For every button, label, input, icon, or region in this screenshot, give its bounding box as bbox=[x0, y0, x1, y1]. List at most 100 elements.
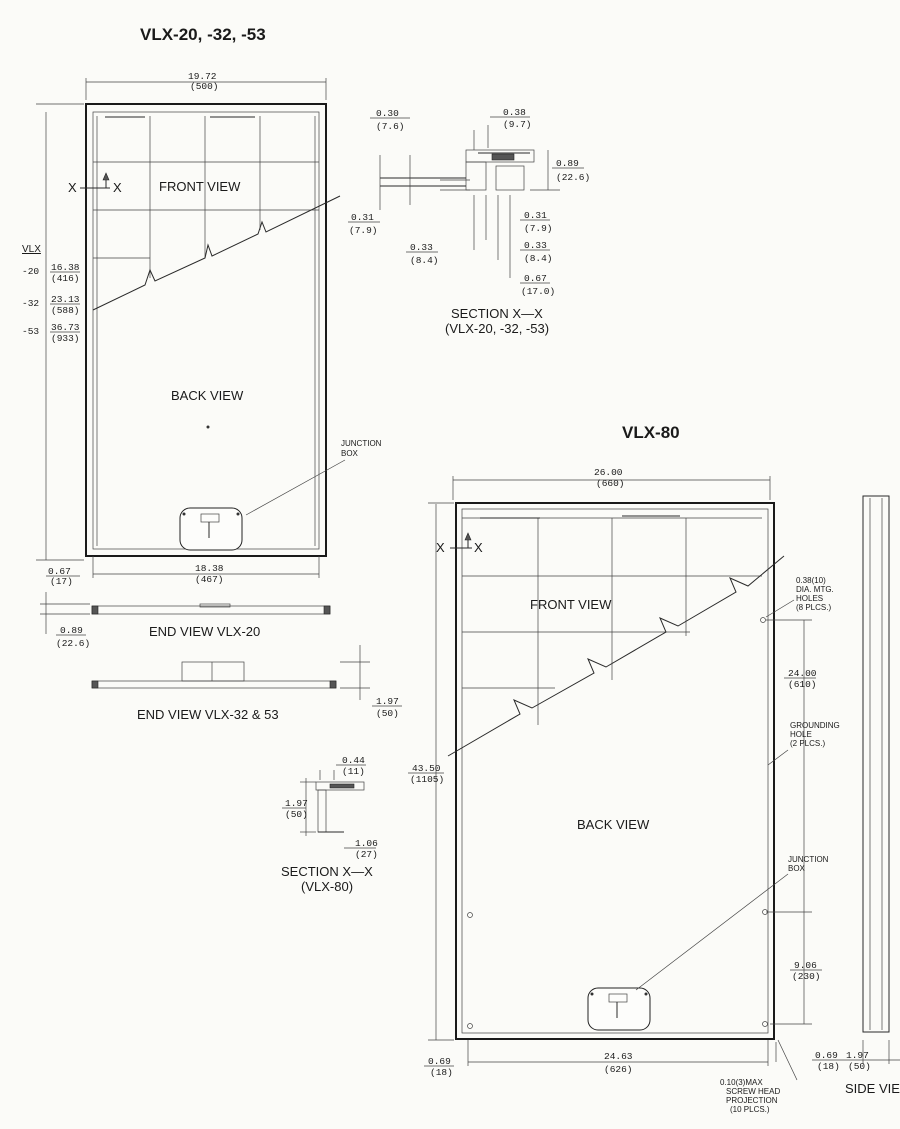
vlx-80-width-dimension: 26.00 (660) bbox=[452, 467, 771, 500]
small-panel-inner-frame bbox=[92, 111, 320, 550]
side-view-drawing: 1.97 (50) bbox=[842, 495, 900, 1072]
svg-text:1.06: 1.06 bbox=[355, 838, 378, 849]
end-view-vlx-20-label: END VIEW VLX-20 bbox=[149, 624, 260, 639]
end-view-vlx-20-drawing: 0.89 (22.6) bbox=[40, 592, 331, 649]
vlx-80-right-edge-dimension: 0.69 (18) bbox=[775, 1042, 842, 1072]
svg-text:-32: -32 bbox=[22, 298, 39, 309]
vlx-80-section-xx-label: SECTION X—X bbox=[281, 864, 373, 879]
end-view-vlx-32-53-label: END VIEW VLX-32 & 53 bbox=[137, 707, 279, 722]
svg-text:0.89: 0.89 bbox=[556, 158, 579, 169]
svg-text:(10 PLCS.): (10 PLCS.) bbox=[730, 1105, 770, 1114]
svg-text:(27): (27) bbox=[355, 849, 378, 860]
vlx-80-mounting-hole-callout: 0.38(10) DIA. MTG. HOLES (8 PLCS.) bbox=[765, 576, 834, 618]
vlx-80-back-view-label: BACK VIEW bbox=[577, 817, 650, 832]
small-panel-section-marker: X X bbox=[68, 172, 122, 195]
svg-text:GROUNDING: GROUNDING bbox=[790, 721, 840, 730]
vlx-80-section-model-label: (VLX-80) bbox=[301, 879, 353, 894]
vlx-20-32-53-title: VLX-20, -32, -53 bbox=[140, 25, 266, 44]
svg-text:DIA. MTG.: DIA. MTG. bbox=[796, 585, 834, 594]
vlx-32-height-dimension: -32 23.13 (588) bbox=[22, 294, 80, 316]
svg-text:X: X bbox=[436, 540, 445, 555]
vlx-80-grounding-hole-callout: GROUNDING HOLE (2 PLCS.) bbox=[767, 721, 840, 766]
svg-text:18.38: 18.38 bbox=[195, 563, 224, 574]
svg-text:24.63: 24.63 bbox=[604, 1051, 633, 1062]
svg-text:9.06: 9.06 bbox=[794, 960, 817, 971]
small-panel-cell-grid bbox=[93, 116, 319, 278]
svg-text:(7.9): (7.9) bbox=[524, 223, 553, 234]
svg-text:0.30: 0.30 bbox=[376, 108, 399, 119]
svg-text:0.89: 0.89 bbox=[60, 625, 83, 636]
vlx-80-junction-box-callout: JUNCTION BOX bbox=[635, 855, 829, 991]
svg-text:SCREW HEAD: SCREW HEAD bbox=[726, 1087, 780, 1096]
svg-text:X: X bbox=[474, 540, 483, 555]
svg-text:(11): (11) bbox=[342, 766, 365, 777]
vlx-80-bottom-hole-dimension: 9.06 (230) bbox=[770, 912, 822, 1025]
vlx-80-inner-width-dimension: 24.63 (626) bbox=[467, 1040, 769, 1075]
vlx-80-section-marker: X X bbox=[436, 532, 483, 555]
svg-text:(610): (610) bbox=[788, 679, 817, 690]
svg-text:0.31: 0.31 bbox=[351, 212, 374, 223]
vlx-80-left-edge-dimension: 0.69 (18) bbox=[424, 1056, 454, 1078]
svg-text:(9.7): (9.7) bbox=[503, 119, 532, 130]
svg-text:0.67: 0.67 bbox=[48, 566, 71, 577]
svg-text:16.38: 16.38 bbox=[51, 262, 80, 273]
small-section-xx-detail: 0.30 (7.6) 0.38 (9.7) 0.89 (22.6) 0.31 (… bbox=[348, 107, 590, 297]
svg-text:(17.0): (17.0) bbox=[521, 286, 555, 297]
svg-text:0.38: 0.38 bbox=[503, 107, 526, 118]
end-view-vlx-32-53-drawing: 1.97 (50) bbox=[91, 645, 402, 719]
svg-text:(8.4): (8.4) bbox=[410, 255, 439, 266]
svg-text:1.97: 1.97 bbox=[376, 696, 399, 707]
svg-text:BOX: BOX bbox=[788, 864, 806, 873]
small-panel-break-line bbox=[92, 195, 341, 311]
svg-text:-53: -53 bbox=[22, 326, 39, 337]
svg-text:0.33: 0.33 bbox=[524, 240, 547, 251]
vlx-80-cell-grid bbox=[462, 515, 762, 725]
vlx-20-height-dimension: -20 16.38 (416) bbox=[22, 262, 80, 284]
svg-text:1.97: 1.97 bbox=[285, 798, 308, 809]
svg-text:X: X bbox=[113, 180, 122, 195]
small-panel-drawing: X X FRONT VIEW BACK VIEW JUNCTION BOX bbox=[22, 71, 382, 587]
vlx-80-panel-drawing: X X FRONT VIEW BACK VIEW bbox=[408, 467, 842, 1114]
svg-text:43.50: 43.50 bbox=[412, 763, 441, 774]
svg-text:HOLE: HOLE bbox=[790, 730, 812, 739]
svg-text:(588): (588) bbox=[51, 305, 80, 316]
vlx-53-height-dimension: -53 36.73 (933) bbox=[22, 322, 80, 344]
svg-text:PROJECTION: PROJECTION bbox=[726, 1096, 778, 1105]
vlx-80-mounting-holes bbox=[467, 617, 768, 1029]
svg-text:(660): (660) bbox=[596, 478, 625, 489]
svg-text:(626): (626) bbox=[604, 1064, 633, 1075]
small-section-models-label: (VLX-20, -32, -53) bbox=[445, 321, 549, 336]
vlx-80-section-xx-detail: 0.44 (11) 1.97 (50) 1.06 (27) bbox=[282, 755, 378, 860]
svg-text:0.69: 0.69 bbox=[815, 1050, 838, 1061]
svg-text:(17): (17) bbox=[50, 576, 73, 587]
svg-text:(50): (50) bbox=[848, 1061, 871, 1072]
vlx-80-inner-frame bbox=[461, 508, 769, 1034]
svg-text:(1105): (1105) bbox=[410, 774, 444, 785]
svg-text:(2 PLCS.): (2 PLCS.) bbox=[790, 739, 825, 748]
svg-text:(8.4): (8.4) bbox=[524, 253, 553, 264]
side-view-frame bbox=[862, 495, 890, 1033]
svg-text:(230): (230) bbox=[792, 971, 821, 982]
small-panel-outer-frame bbox=[85, 103, 327, 557]
vlx-80-outer-frame bbox=[455, 502, 775, 1040]
svg-text:(18): (18) bbox=[817, 1061, 840, 1072]
svg-text:(8 PLCS.): (8 PLCS.) bbox=[796, 603, 831, 612]
vlx-80-junction-box bbox=[587, 987, 651, 1031]
svg-text:JUNCTION: JUNCTION bbox=[788, 855, 829, 864]
vlx-80-screw-head-callout: 0.10(3)MAX SCREW HEAD PROJECTION (10 PLC… bbox=[720, 1039, 798, 1114]
svg-text:(416): (416) bbox=[51, 273, 80, 284]
svg-text:X: X bbox=[68, 180, 77, 195]
svg-text:(467): (467) bbox=[195, 574, 224, 585]
small-junction-box-callout: JUNCTION BOX bbox=[245, 439, 382, 516]
svg-text:(18): (18) bbox=[430, 1067, 453, 1078]
small-front-view-label: FRONT VIEW bbox=[159, 179, 241, 194]
svg-text:0.33: 0.33 bbox=[410, 242, 433, 253]
vlx-80-height-dimension: 43.50 (1105) bbox=[408, 502, 454, 1041]
svg-text:0.67: 0.67 bbox=[524, 273, 547, 284]
svg-text:(22.6): (22.6) bbox=[56, 638, 90, 649]
small-width-dimension: 19.72 (500) bbox=[85, 71, 327, 100]
svg-text:23.13: 23.13 bbox=[51, 294, 80, 305]
svg-text:24.00: 24.00 bbox=[788, 668, 817, 679]
small-junction-box bbox=[179, 507, 243, 551]
